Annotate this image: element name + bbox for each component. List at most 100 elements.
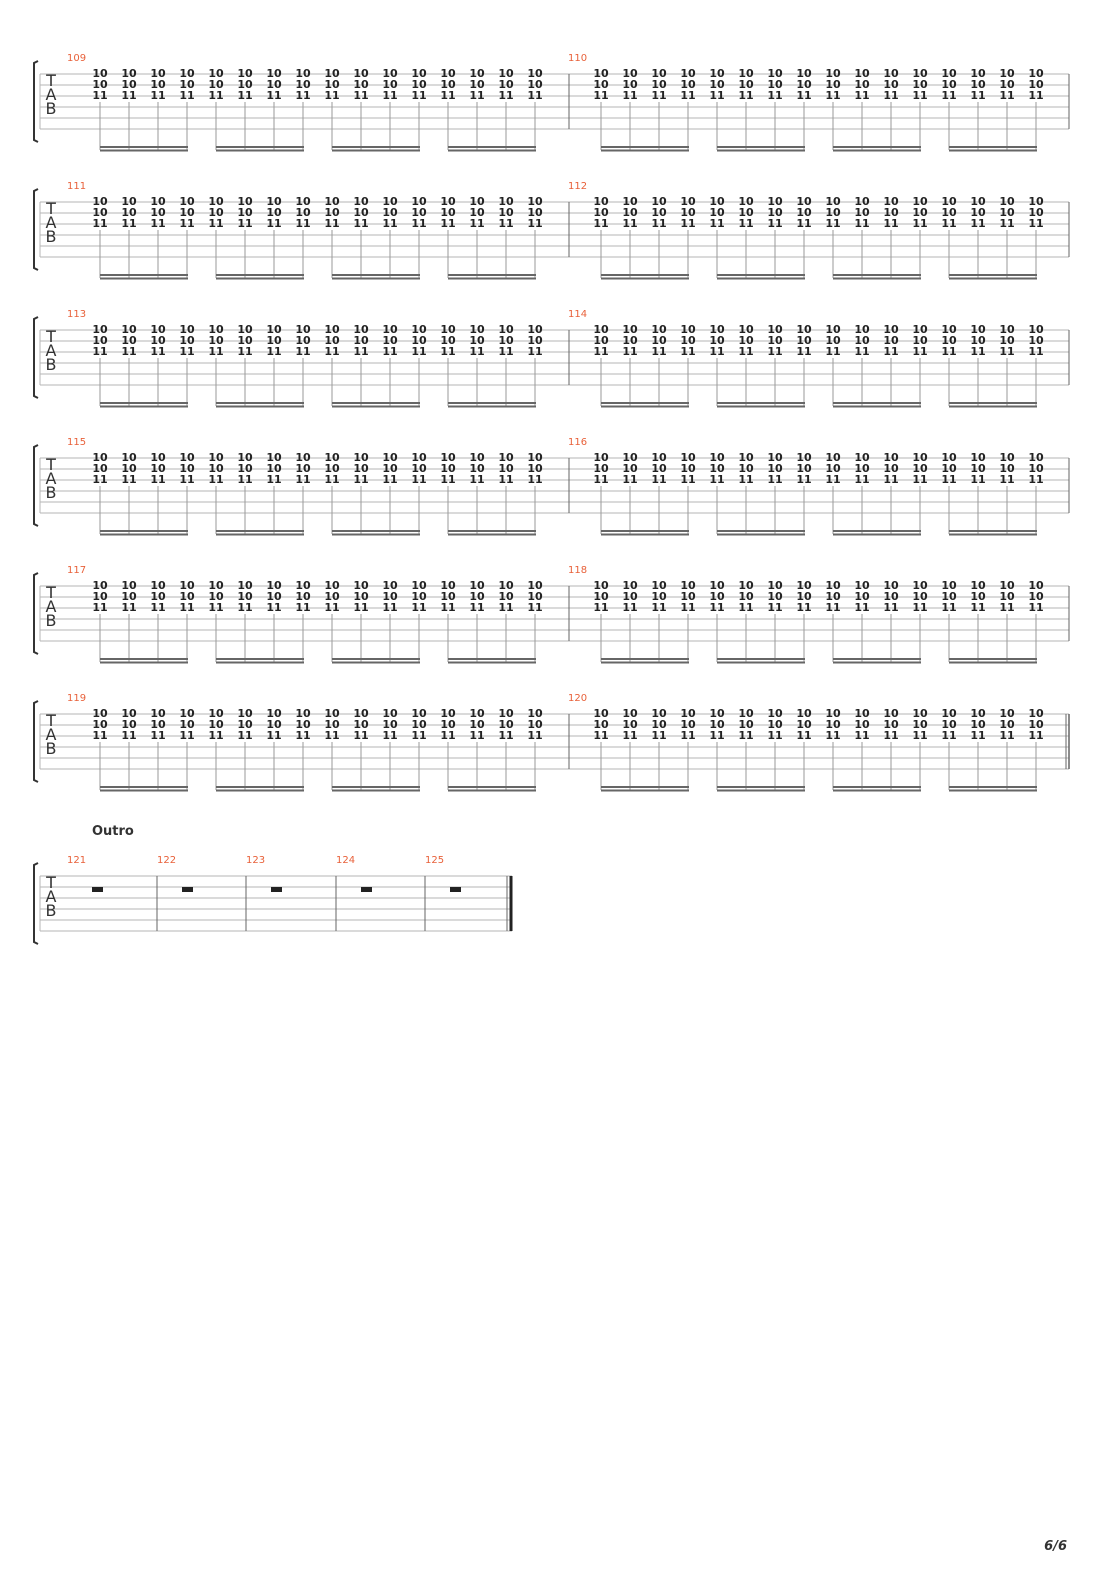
fret-number: 11: [941, 473, 956, 486]
staff-system: TAB1171010111010111010111010111010111010…: [33, 565, 1070, 664]
fret-number: 10: [825, 206, 841, 219]
fret-number: 11: [295, 217, 310, 230]
beam: [332, 405, 420, 408]
fret-number: 10: [237, 195, 253, 208]
fret-number: 11: [266, 601, 281, 614]
beam: [448, 789, 536, 792]
measure-number: 124: [336, 855, 355, 866]
fret-number: 10: [709, 718, 725, 731]
fret-number: 11: [179, 473, 194, 486]
fret-number: 10: [121, 718, 137, 731]
fret-number: 10: [121, 462, 137, 475]
beam: [100, 658, 188, 660]
fret-number: 11: [738, 473, 753, 486]
fret-number: 10: [941, 334, 957, 347]
fret-number: 10: [179, 462, 195, 475]
fret-number: 10: [266, 78, 282, 91]
fret-number: 10: [295, 195, 311, 208]
fret-number: 10: [324, 579, 340, 592]
fret-number: 10: [622, 718, 638, 731]
whole-rest: [92, 887, 103, 892]
fret-number: 11: [179, 217, 194, 230]
tab-clef-letter: A: [46, 85, 57, 104]
fret-number: 11: [593, 217, 608, 230]
fret-number: 10: [411, 579, 427, 592]
fret-number: 10: [854, 590, 870, 603]
fret-number: 10: [738, 67, 754, 80]
fret-number: 11: [498, 89, 513, 102]
tab-clef-letter: A: [46, 725, 57, 744]
fret-number: 10: [912, 462, 928, 475]
page-number: 6/6: [1044, 1539, 1067, 1554]
fret-number: 11: [237, 729, 252, 742]
fret-number: 10: [796, 707, 812, 720]
fret-number: 10: [767, 462, 783, 475]
fret-number: 10: [353, 67, 369, 80]
beam: [216, 530, 304, 532]
fret-number: 10: [411, 707, 427, 720]
fret-number: 10: [941, 67, 957, 80]
fret-number: 10: [767, 590, 783, 603]
fret-number: 10: [593, 67, 609, 80]
beam: [717, 402, 805, 404]
system-bracket: [33, 572, 39, 655]
tab-clef-letter: B: [46, 739, 57, 758]
beam: [332, 149, 420, 152]
fret-number: 10: [324, 67, 340, 80]
measure-number: 121: [67, 855, 86, 866]
fret-number: 10: [411, 590, 427, 603]
fret-number: 11: [738, 89, 753, 102]
fret-number: 11: [912, 473, 927, 486]
fret-number: 10: [353, 718, 369, 731]
fret-number: 10: [738, 334, 754, 347]
fret-number: 11: [353, 217, 368, 230]
fret-number: 10: [92, 334, 108, 347]
fret-number: 10: [150, 195, 166, 208]
fret-number: 10: [767, 323, 783, 336]
fret-number: 11: [237, 345, 252, 358]
tab-clef-letter: B: [46, 901, 57, 920]
beam: [332, 658, 420, 660]
fret-number: 11: [912, 601, 927, 614]
fret-number: 10: [237, 78, 253, 91]
fret-number: 11: [92, 89, 107, 102]
fret-number: 10: [469, 206, 485, 219]
fret-number: 10: [353, 579, 369, 592]
measure-number: 118: [568, 565, 587, 576]
fret-number: 11: [150, 729, 165, 742]
fret-number: 11: [469, 345, 484, 358]
fret-number: 11: [738, 601, 753, 614]
fret-number: 11: [527, 345, 542, 358]
fret-number: 10: [1028, 195, 1044, 208]
fret-number: 10: [709, 451, 725, 464]
fret-number: 11: [593, 729, 608, 742]
fret-number: 10: [121, 323, 137, 336]
fret-number: 11: [353, 345, 368, 358]
fret-number: 11: [92, 601, 107, 614]
fret-number: 11: [1028, 601, 1043, 614]
fret-number: 10: [796, 451, 812, 464]
beam: [949, 405, 1037, 408]
fret-number: 10: [651, 206, 667, 219]
fret-number: 11: [622, 217, 637, 230]
fret-number: 10: [411, 334, 427, 347]
fret-number: 10: [970, 206, 986, 219]
fret-number: 11: [999, 217, 1014, 230]
fret-number: 10: [1028, 707, 1044, 720]
fret-number: 10: [796, 590, 812, 603]
beam: [216, 277, 304, 280]
fret-number: 10: [970, 78, 986, 91]
beam: [332, 402, 420, 404]
beam: [601, 274, 689, 276]
fret-number: 11: [941, 345, 956, 358]
fret-number: 10: [941, 206, 957, 219]
fret-number: 10: [92, 718, 108, 731]
beam: [448, 405, 536, 408]
fret-number: 10: [324, 206, 340, 219]
fret-number: 10: [382, 206, 398, 219]
fret-number: 10: [738, 462, 754, 475]
fret-number: 10: [767, 206, 783, 219]
beam: [100, 274, 188, 276]
fret-number: 11: [767, 89, 782, 102]
fret-number: 10: [1028, 718, 1044, 731]
